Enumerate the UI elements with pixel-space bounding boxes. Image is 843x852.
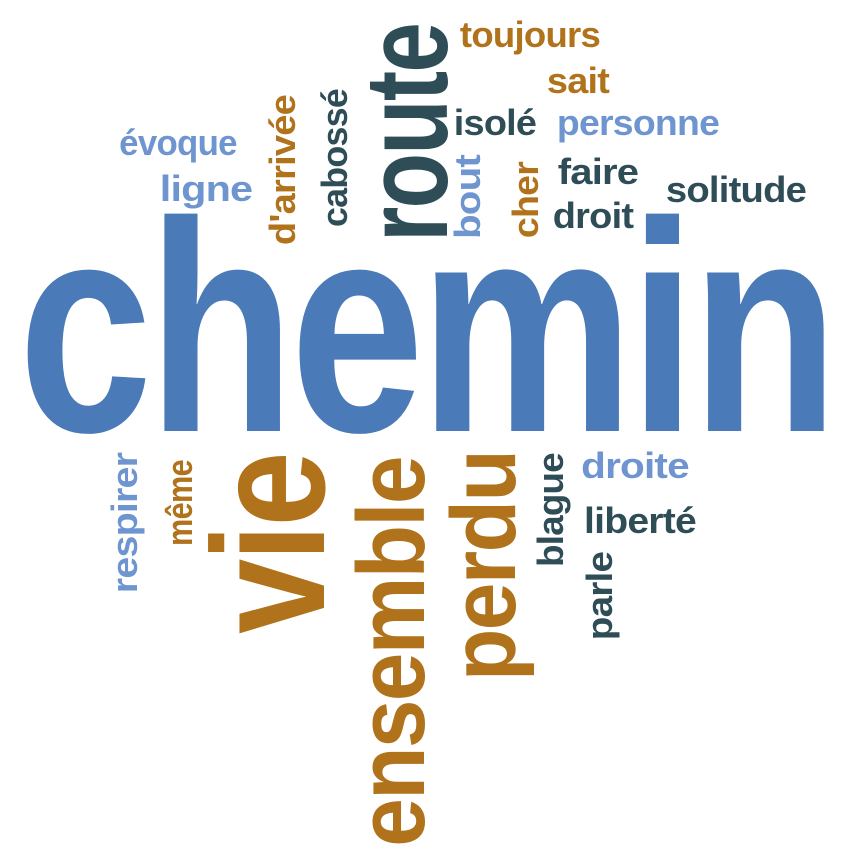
word-sait: sait bbox=[546, 60, 610, 101]
word-blague: blague bbox=[530, 453, 571, 567]
word-cabosse: cabossé bbox=[314, 88, 355, 228]
word-darrivee: d'arrivée bbox=[262, 94, 303, 246]
word-cher: cher bbox=[505, 161, 546, 239]
word-chemin: chemin bbox=[18, 159, 838, 495]
word-ligne: ligne bbox=[159, 168, 253, 209]
word-bout: bout bbox=[447, 154, 488, 240]
word-liberte: liberté bbox=[584, 500, 697, 541]
word-solitude: solitude bbox=[665, 169, 807, 210]
word-droite: droite bbox=[581, 445, 689, 486]
word-toujours: toujours bbox=[459, 14, 601, 55]
word-droit: droit bbox=[552, 195, 634, 236]
word-isole: isolé bbox=[453, 102, 537, 143]
word-parle: parle bbox=[579, 551, 620, 641]
word-meme: même bbox=[159, 459, 200, 547]
word-personne: personne bbox=[556, 102, 720, 143]
word-perdu: perdu bbox=[433, 450, 535, 682]
word-evoque: évoque bbox=[119, 122, 237, 163]
word-respirer: respirer bbox=[104, 452, 145, 594]
word-vie: vie bbox=[179, 454, 358, 634]
word-faire: faire bbox=[557, 151, 639, 192]
word-ensemble: ensemble bbox=[338, 457, 445, 847]
